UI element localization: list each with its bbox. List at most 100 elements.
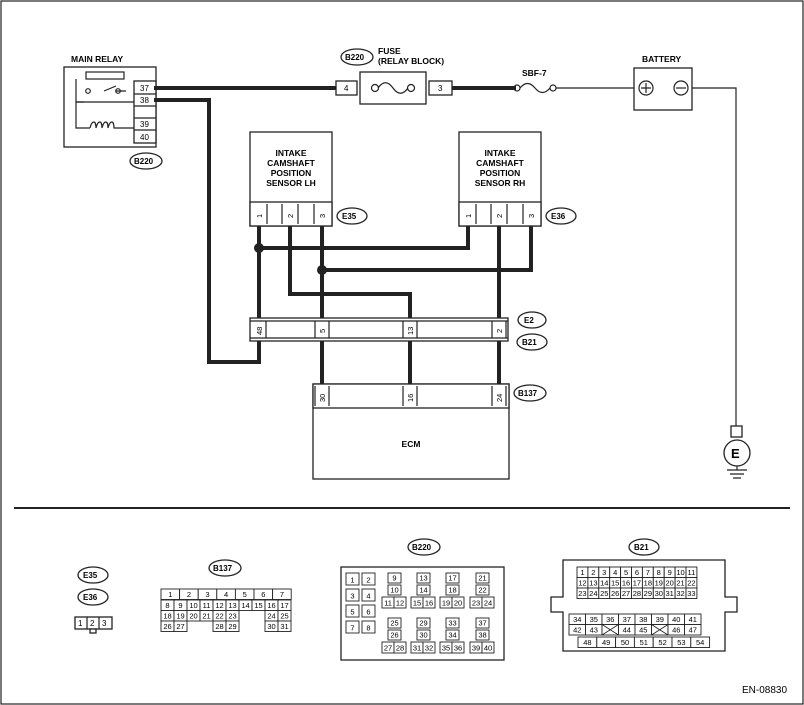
legend-b137-label: B137 [213,564,233,573]
b220-pin-32-cell [422,641,436,654]
b137-pin-18: 18 [163,612,171,621]
sensor-lh-connector [249,201,333,227]
b21-pin-40: 40 [672,615,680,624]
b220-pin-6: 6 [366,608,370,617]
b220-pin-2-cell [361,572,376,586]
b220-pin-7-cell [345,620,360,634]
b220-pin-20: 20 [454,599,462,608]
sensor-rh-line2: CAMSHAFT [476,158,524,168]
sbf-label: SBF-7 [522,68,547,78]
b21-pin-1: 1 [580,568,584,577]
b220-pin-8: 8 [366,624,370,633]
b21-pin-52: 52 [658,638,666,647]
b137-pin-7-cell [272,588,292,600]
b21-pin-19: 19 [655,579,663,588]
diagram-code: EN-08830 [742,685,787,696]
ecm-connector-tag [513,384,547,402]
wire-lh-pin2 [288,224,412,320]
ecm-pin-16: 16 [406,394,415,402]
wire-relay-joint48 [154,98,261,364]
b21-pin-25: 25 [600,589,608,598]
b220-pin-5: 5 [350,608,354,617]
b21-pin-6: 6 [635,568,639,577]
sbf-fuse-icon [519,82,551,94]
b220-pin-26-cell [387,629,402,641]
b21-pin-33-cell [685,587,698,599]
ground-label: E [731,446,740,461]
relay-pin-39: 39 [140,120,149,129]
legend-e35-pin-2: 2 [90,619,95,628]
b137-pin-29: 29 [228,622,236,631]
b21-pin-48: 48 [583,638,591,647]
wire-rh-pin3 [320,224,533,272]
sensor-lh: INTAKE CAMSHAFT POSITION SENSOR LH 1 2 3… [249,131,368,227]
b220-pin-37-cell [475,617,490,629]
b21-pin-32: 32 [676,589,684,598]
b220-pin-8-cell [361,620,376,634]
b21-pin-20: 20 [665,579,673,588]
b21-pin-3: 3 [602,568,606,577]
relay-contact-a [85,88,91,94]
fuse-icon [377,82,409,94]
battery-plus-icon [638,80,654,96]
b220-pin-36: 36 [454,644,462,653]
b21-pin-54-cell [690,636,711,648]
sensor-lh-connector-tag [336,207,368,225]
b137-pin-5: 5 [243,590,247,599]
b137-pin-10: 10 [189,601,197,610]
relay-connector-label: B220 [134,157,154,166]
b137-pin-25: 25 [280,612,288,621]
b220-pin-30-cell [416,629,431,641]
b21-pin-44: 44 [623,626,631,635]
b220-pin-29: 29 [419,619,427,628]
joint-pin-5: 5 [318,329,327,333]
fuse-title: FUSE [378,46,401,56]
b137-pin-22: 22 [215,612,223,621]
b220-pin-3-cell [345,588,360,602]
b137-pin-17: 17 [280,601,288,610]
ecm-pin-30: 30 [318,394,327,402]
b21-pin-15: 15 [611,579,619,588]
b220-pin-20-cell [451,596,465,609]
b220-pin-15: 15 [413,599,421,608]
b220-pin-32: 32 [425,644,433,653]
b137-pin-31-cell [277,620,292,632]
sensor-rh-line4: SENSOR RH [475,178,526,188]
b220-pin-17-cell [445,572,460,584]
battery-minus-icon [673,80,689,96]
b220-pin-27: 27 [384,644,392,653]
b137-pin-16: 16 [267,601,275,610]
b21-pin-7: 7 [646,568,650,577]
joint-tag-e2 [517,311,547,329]
b21-pin-31: 31 [665,589,673,598]
sensor-rh-connector-label: E36 [551,212,566,221]
b21-pin-46: 46 [672,626,680,635]
legend-b220-label: B220 [412,543,432,552]
b220-pin-29-cell [416,617,431,629]
legend-e35: E35 E36 1 2 3 [74,566,113,634]
b220-pin-10-cell [387,584,402,596]
b220-pin-11: 11 [384,599,392,608]
b21-pin-27: 27 [622,589,630,598]
wire-rh-pin1 [257,224,470,250]
b220-pin-22: 22 [478,586,486,595]
ecm-connector-label: B137 [518,389,538,398]
b21-pin-28: 28 [633,589,641,598]
b21-pin-23: 23 [578,589,586,598]
sensor-rh-pin-1: 1 [464,214,473,218]
b21-pin-9: 9 [668,568,672,577]
b220-pin-25-cell [387,617,402,629]
b21-pin-14: 14 [600,579,608,588]
b21-pin-29: 29 [644,589,652,598]
sensor-lh-pin-2: 2 [286,214,295,218]
b220-pin-30: 30 [419,631,427,640]
b137-pin-23: 23 [228,612,236,621]
b220-pin-28: 28 [396,644,404,653]
b21-pin-35: 35 [590,615,598,624]
b137-pin-28: 28 [215,622,223,631]
b137-pin-24: 24 [267,612,275,621]
